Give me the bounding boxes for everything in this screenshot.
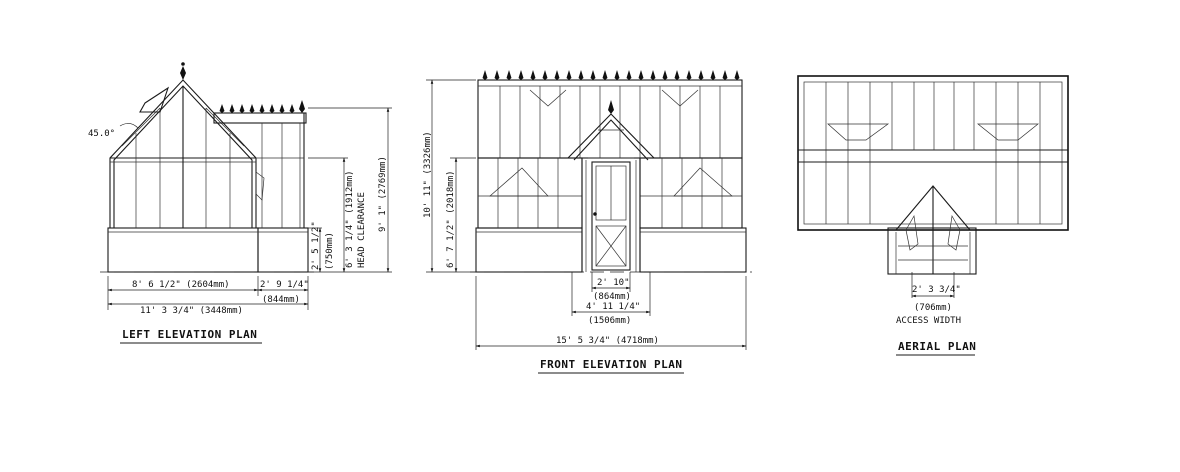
- aerial-porch: [887, 185, 977, 275]
- left-main-width: 8' 6 1/2" (2604mm): [132, 280, 230, 290]
- front-elevation: 10' 11" (3326mm) 6' 7 1/2" (2018mm) 2' 1…: [423, 70, 752, 374]
- left-wall-height-mm: (750mm): [325, 232, 335, 270]
- left-head-clearance: HEAD CLEARANCE: [357, 192, 367, 268]
- front-eave-height: 6' 7 1/2" (2018mm): [446, 170, 456, 268]
- front-door-width: 2' 10": [597, 278, 630, 288]
- left-ext-width: 2' 9 1/4": [260, 280, 309, 290]
- aerial-access-width: 2' 3 3/4": [912, 285, 961, 295]
- angle-arc: [119, 123, 139, 129]
- left-extension-frame: [213, 100, 307, 228]
- left-total-width: 11' 3 3/4" (3448mm): [140, 306, 243, 316]
- front-wall-frame: [477, 157, 743, 229]
- front-total-height: 10' 11" (3326mm): [423, 131, 433, 218]
- left-ext-width-mm: (844mm): [262, 295, 300, 305]
- left-base-main: [107, 227, 259, 273]
- aerial-access-width-mm: (706mm): [914, 303, 952, 313]
- front-total-width: 15' 5 3/4" (4718mm): [556, 336, 659, 346]
- front-base-left: [475, 227, 583, 273]
- left-base-extension: [257, 227, 309, 273]
- aerial-title: AERIAL PLAN: [898, 340, 976, 353]
- left-head-height: 6' 3 1/4" (1912mm): [345, 170, 355, 268]
- front-door: [591, 161, 631, 271]
- aerial-plan: 2' 3 3/4" (706mm) ACCESS WIDTH AERIAL PL…: [797, 75, 1069, 356]
- front-base-right: [639, 227, 747, 273]
- front-porch-width: 4' 11 1/4": [586, 302, 640, 312]
- aerial-access-label: ACCESS WIDTH: [896, 316, 961, 326]
- front-title: FRONT ELEVATION PLAN: [540, 358, 682, 371]
- left-total-height: 9' 1" (2769mm): [378, 156, 388, 232]
- left-elevation: 45.0° 8' 6 1/2" (2604mm) 2' 9 1/4" (844m…: [88, 62, 392, 344]
- left-gable-frame: [109, 62, 265, 228]
- left-wall-height: 2' 5 1/2": [311, 221, 321, 270]
- front-door-width-mm: (864mm): [593, 292, 631, 302]
- left-title: LEFT ELEVATION PLAN: [122, 328, 257, 341]
- front-porch-width-mm: (1506mm): [588, 316, 631, 326]
- front-roof-frame: [477, 70, 743, 159]
- front-porch: [567, 100, 655, 272]
- angle-label: 45.0°: [88, 129, 115, 139]
